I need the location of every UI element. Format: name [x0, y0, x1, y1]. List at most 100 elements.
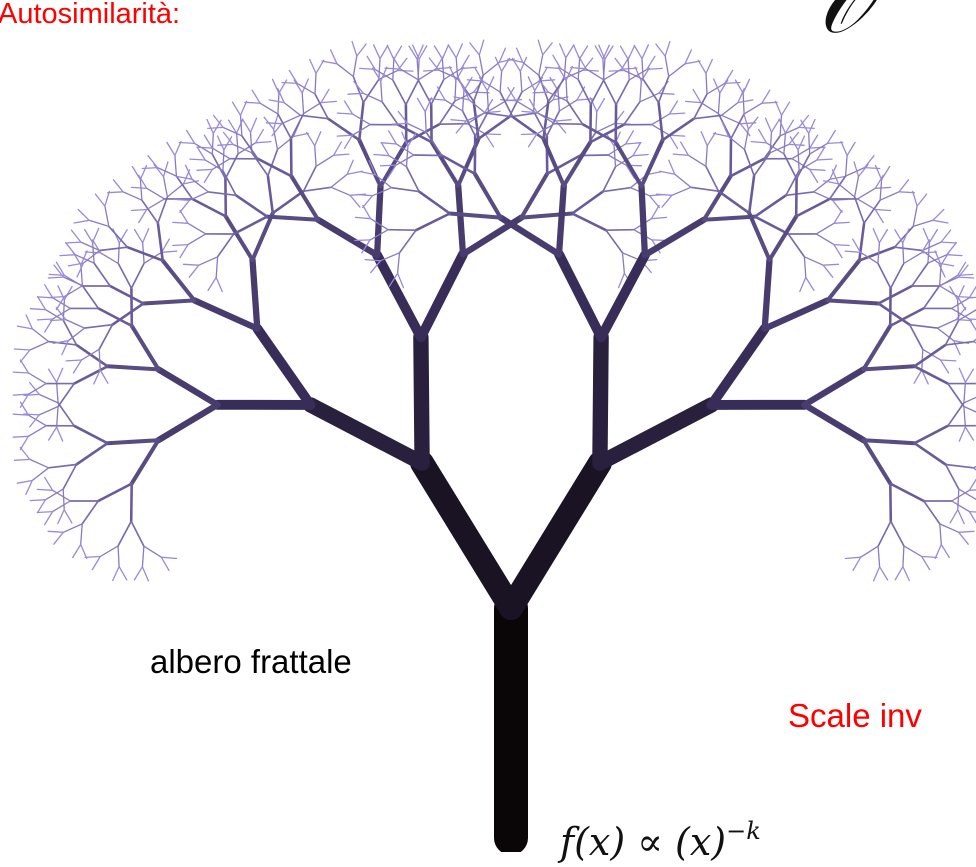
- tree-branch: [566, 45, 574, 58]
- tree-branch: [213, 120, 221, 133]
- tree-branch: [656, 44, 665, 56]
- tree-branch: [880, 192, 899, 200]
- tree-branch: [432, 142, 459, 186]
- tree-branch: [85, 230, 93, 243]
- tree-branch: [670, 113, 685, 114]
- tree-branch: [29, 373, 47, 384]
- tree-branch: [456, 58, 458, 79]
- tree-branch: [596, 112, 597, 133]
- tree-branch: [855, 177, 859, 197]
- tree-branch: [92, 557, 100, 570]
- tree-branch: [207, 120, 213, 134]
- tree-branch: [267, 217, 318, 220]
- tree-branch: [108, 440, 159, 443]
- tree-branch: [189, 192, 208, 200]
- tree-branch: [381, 67, 387, 81]
- tree-branch: [878, 521, 891, 546]
- tree-branch: [782, 102, 790, 115]
- tree-branch: [853, 239, 861, 252]
- tree-branch: [382, 102, 398, 125]
- formula-main: f(x) ∝ (x): [560, 820, 726, 864]
- tree-branch: [268, 150, 278, 176]
- tree-branch: [131, 521, 144, 546]
- tree-branch: [174, 199, 189, 200]
- tree-branch: [688, 155, 706, 166]
- tree-branch: [57, 382, 59, 403]
- tree-branch: [642, 45, 648, 59]
- tree-branch: [659, 103, 663, 141]
- tree-branch: [864, 366, 915, 369]
- tree-branch: [242, 136, 258, 159]
- tree-branch: [567, 101, 583, 124]
- tree-branch: [51, 320, 66, 321]
- tree-branch: [463, 90, 464, 111]
- tree-branch: [127, 247, 162, 260]
- tree-branch: [828, 300, 879, 303]
- tree-branch: [959, 532, 969, 544]
- tree-branch: [772, 119, 780, 132]
- tree-branch: [764, 136, 780, 159]
- tree-branch: [381, 81, 382, 102]
- tree-branch: [284, 103, 300, 116]
- tree-branch: [132, 210, 147, 211]
- tree-branch: [289, 70, 297, 83]
- tree-branch: [475, 174, 501, 218]
- tree-branch: [48, 277, 63, 278]
- tree-branch: [744, 103, 762, 114]
- tree-branch: [82, 286, 98, 309]
- tree-branch: [965, 427, 973, 440]
- tree-branch: [876, 166, 882, 180]
- tree-branch: [720, 80, 728, 93]
- tree-branch: [784, 133, 786, 154]
- tree-branch: [626, 143, 641, 144]
- tree-branch: [522, 111, 537, 112]
- tree-branch: [431, 80, 444, 105]
- tree-branch: [54, 532, 64, 544]
- tree-branch: [805, 369, 864, 404]
- tree-branch: [642, 59, 643, 80]
- tree-branch: [806, 277, 814, 290]
- tree-branch: [706, 60, 712, 74]
- tree-branch: [941, 242, 956, 243]
- tree-branch: [499, 48, 505, 62]
- tree-branch: [73, 360, 81, 373]
- tree-branch: [282, 83, 297, 84]
- tree-branch: [30, 342, 49, 350]
- tree-branch: [461, 55, 469, 68]
- tree-branch: [964, 382, 966, 403]
- tree-branch: [609, 71, 624, 72]
- tree-branch: [904, 546, 922, 557]
- tree-branch: [846, 156, 848, 177]
- tree-branch: [706, 73, 707, 94]
- tree-branch: [300, 115, 328, 118]
- tree-branch: [388, 230, 416, 231]
- tree-branch: [197, 169, 212, 170]
- tree-branch: [49, 369, 57, 382]
- tree-branch: [633, 155, 648, 156]
- tree-branch: [859, 247, 894, 260]
- tree-branch: [20, 447, 30, 459]
- tree-branch: [139, 210, 147, 223]
- tree-branch: [331, 187, 350, 195]
- tree-branch: [334, 154, 349, 155]
- tree-branch: [924, 501, 940, 524]
- tree-branch: [334, 142, 342, 155]
- tree-branch: [890, 484, 891, 522]
- tree-branch: [269, 100, 284, 103]
- tree-branch: [479, 55, 483, 75]
- tree-branch: [380, 46, 388, 59]
- tree-branch: [180, 200, 190, 212]
- tree-branch: [706, 166, 719, 191]
- tree-branch: [875, 210, 890, 211]
- tree-branch: [725, 70, 733, 83]
- tree-branch: [913, 191, 917, 206]
- tree-branch: [268, 176, 273, 213]
- tree-branch: [947, 255, 962, 256]
- tree-branch: [798, 150, 799, 171]
- tree-branch: [915, 443, 946, 464]
- tree-branch: [273, 191, 304, 213]
- tree-branch: [686, 101, 701, 102]
- tree-branch: [100, 247, 128, 250]
- tree-branch: [833, 200, 843, 212]
- tree-branch: [878, 546, 880, 567]
